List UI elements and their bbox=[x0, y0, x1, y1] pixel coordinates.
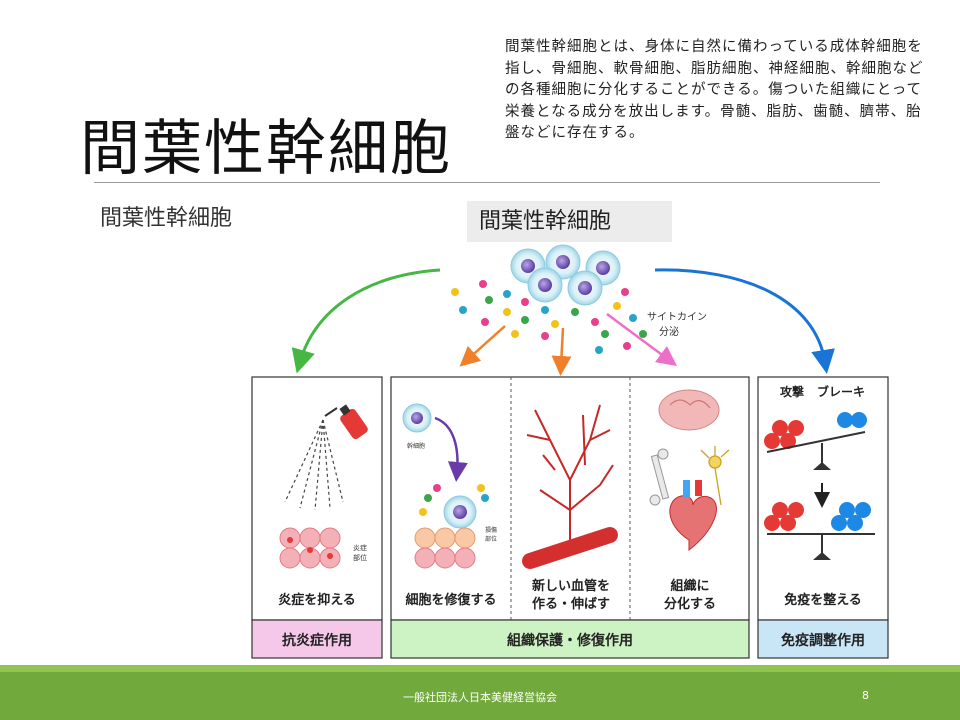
inflammation-label-2: 部位 bbox=[353, 553, 367, 562]
cytokine-label-2: 分泌 bbox=[659, 325, 679, 338]
cytokine-label: サイトカイン bbox=[647, 311, 707, 323]
panel-anti-inflammation: 炎症 部位 炎症を抑える 抗炎症作用 bbox=[251, 376, 383, 659]
caption-angiogenesis: 新しい血管を bbox=[532, 578, 610, 594]
blood-vessel-trunk bbox=[522, 527, 618, 569]
slide-title: 間葉性幹細胞 bbox=[80, 114, 452, 184]
caption-cell-repair: 細胞を修復する bbox=[405, 592, 496, 608]
category-tissue-repair: 組織保護・修復作用 bbox=[507, 632, 633, 649]
fire-extinguisher-icon bbox=[324, 404, 368, 440]
orange-arrow-center bbox=[551, 327, 572, 376]
footer-bar bbox=[0, 665, 960, 720]
panel-tissue-repair: 幹細胞 損傷 部位 細胞を修復する 新しい血管を 作る・伸ばす bbox=[390, 376, 750, 659]
msc-diagram: サイトカイン 分泌 炎症 部位 炎症を抑える 抗炎症作用 bbox=[251, 244, 889, 659]
inflammation-label: 炎症 bbox=[353, 543, 367, 552]
caption-differentiation: 組織に bbox=[670, 578, 709, 594]
page-number: 8 bbox=[862, 689, 869, 702]
damage-label-2: 部位 bbox=[485, 535, 497, 543]
heart-icon bbox=[669, 480, 717, 552]
cytokine-dots bbox=[451, 280, 647, 354]
damage-label: 損傷 bbox=[485, 526, 497, 534]
caption-angiogenesis-2: 作る・伸ばす bbox=[532, 596, 610, 612]
brain-icon bbox=[658, 389, 720, 431]
blue-arrow bbox=[654, 268, 835, 374]
footer-organization: 一般社団法人日本美健経営協会 bbox=[403, 691, 557, 704]
brake-label: ブレーキ bbox=[817, 384, 865, 399]
inflamed-cells bbox=[279, 527, 341, 569]
damaged-cells bbox=[414, 527, 476, 569]
attack-label: 攻撃 bbox=[780, 384, 804, 399]
neuron-icon bbox=[700, 446, 730, 506]
purple-arrow bbox=[434, 416, 468, 482]
spray-lines bbox=[284, 419, 344, 511]
title-divider bbox=[94, 182, 880, 183]
stem-cell-label: 幹細胞 bbox=[407, 442, 425, 450]
caption-immune: 免疫を整える bbox=[784, 592, 862, 608]
bone-icon bbox=[649, 448, 670, 506]
category-anti-inflammatory: 抗炎症作用 bbox=[282, 632, 352, 649]
blood-vessel-icon bbox=[526, 404, 614, 545]
panel-immune-regulation: 攻撃 ブレーキ 免疫を整える 免疫調整作用 bbox=[757, 376, 889, 659]
category-immune-regulation: 免疫調整作用 bbox=[781, 632, 865, 649]
green-arrow bbox=[291, 268, 441, 374]
caption-anti-inflammation: 炎症を抑える bbox=[278, 592, 356, 608]
description-text: 間葉性幹細胞とは、身体に自然に備わっている成体幹細胞を指し、骨細胞、軟骨細胞、脂… bbox=[505, 39, 924, 141]
caption-differentiation-2: 分化する bbox=[664, 596, 716, 612]
orange-arrow-left bbox=[459, 325, 506, 367]
diagram-label: 間葉性幹細胞 bbox=[467, 201, 672, 242]
scale-balanced bbox=[764, 502, 875, 560]
scale-unbalanced bbox=[764, 412, 867, 470]
stem-cell-cluster bbox=[510, 244, 621, 306]
subtitle: 間葉性幹細胞 bbox=[100, 206, 233, 231]
pink-arrow bbox=[606, 312, 678, 366]
footer-stripe bbox=[0, 665, 960, 672]
